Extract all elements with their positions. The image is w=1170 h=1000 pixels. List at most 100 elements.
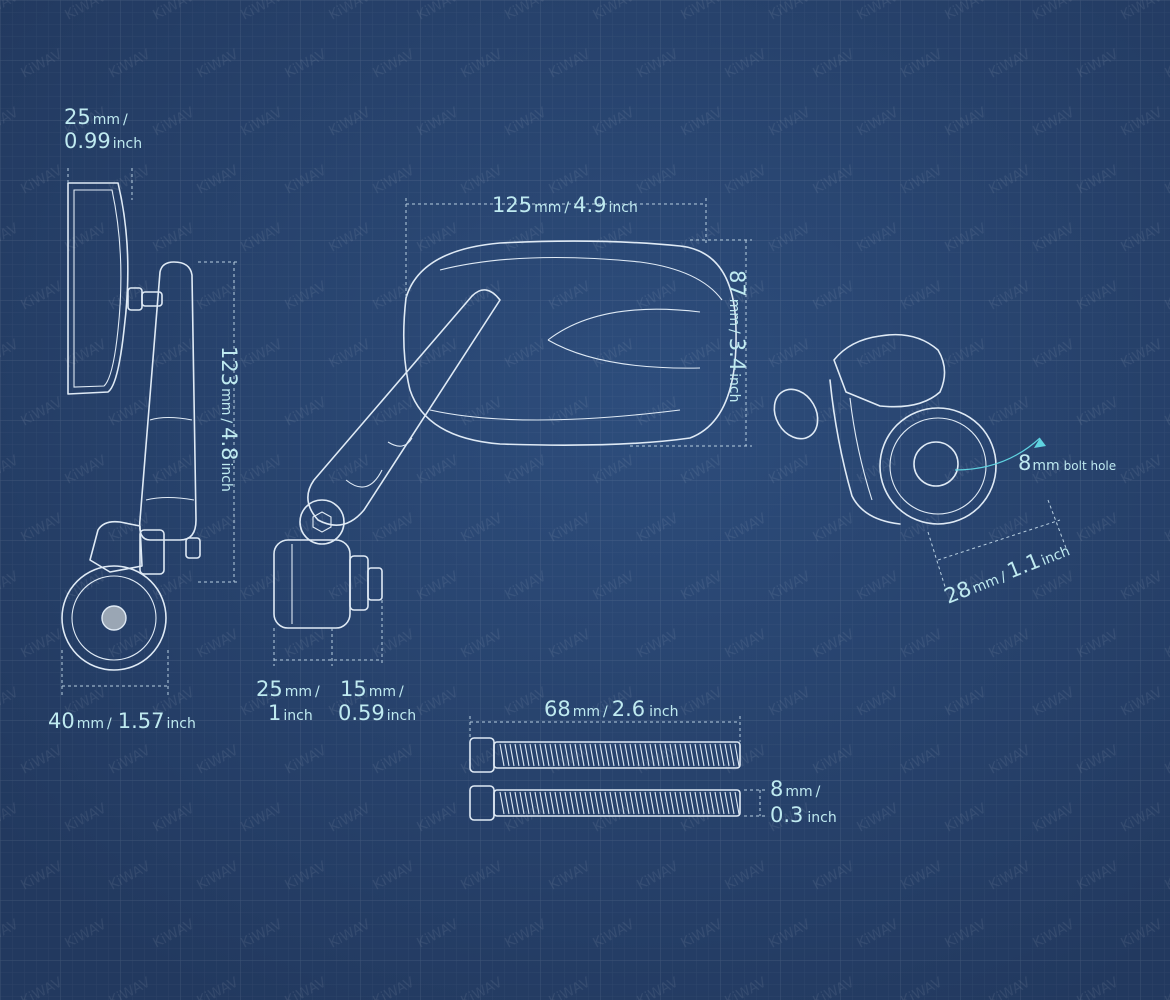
bolt-thread-line bbox=[559, 743, 565, 767]
bolt-thread-line bbox=[604, 791, 610, 815]
clamp-body bbox=[89, 520, 143, 573]
front-arm-seam-2 bbox=[345, 469, 383, 488]
bolt-thread-line bbox=[679, 743, 685, 767]
bolt-thread-line bbox=[554, 791, 560, 815]
bolt-thread-line bbox=[579, 791, 585, 815]
hex-socket bbox=[312, 511, 332, 533]
dim-side-height: 123mm/4.8inch bbox=[217, 346, 241, 492]
bolt-hole bbox=[913, 441, 959, 487]
bolt-thread-line bbox=[514, 791, 520, 815]
front-arm-seam bbox=[387, 437, 413, 447]
clamp-block bbox=[139, 529, 165, 575]
bolt-thread-line bbox=[609, 743, 615, 767]
bolt-thread-line bbox=[619, 791, 625, 815]
bolt-thread-line bbox=[709, 791, 715, 815]
clamp-knob bbox=[773, 388, 819, 440]
bolt-thread-line bbox=[719, 791, 725, 815]
mirror-glass-edge bbox=[73, 189, 122, 388]
bolt-thread-line bbox=[704, 791, 710, 815]
bolt-thread-line bbox=[634, 743, 640, 767]
bolt-thread-line bbox=[714, 791, 720, 815]
bolt-thread-line bbox=[554, 743, 560, 767]
bolt-thread-line bbox=[594, 743, 600, 767]
bolt-thread-line bbox=[694, 791, 700, 815]
bolt-thread-line bbox=[549, 743, 555, 767]
bolt-thread-line bbox=[564, 743, 570, 767]
bolt-thread-line bbox=[649, 791, 655, 815]
bolt-thread-line bbox=[699, 743, 705, 767]
bolt-thread-line bbox=[499, 791, 505, 815]
bolt-thread-line bbox=[534, 791, 540, 815]
bolt-thread-line bbox=[589, 791, 595, 815]
bolt-thread-line bbox=[509, 791, 515, 815]
bolt-thread-line bbox=[599, 743, 605, 767]
bolt-thread-line bbox=[734, 791, 740, 815]
front-view bbox=[273, 198, 752, 666]
bolt-thread-line bbox=[509, 743, 515, 767]
bolt-thread-line bbox=[529, 791, 535, 815]
bolt-thread-line bbox=[519, 743, 525, 767]
bolt-thread-line bbox=[569, 791, 575, 815]
bolt-hole-arrow bbox=[1034, 438, 1046, 448]
bolt-thread-line bbox=[624, 743, 630, 767]
bar-end-inner bbox=[71, 575, 157, 661]
bolt-1 bbox=[469, 737, 741, 773]
bolt-thread-line bbox=[669, 743, 675, 767]
clamp-side-2 bbox=[849, 397, 873, 501]
bolt-thread-line bbox=[614, 791, 620, 815]
bolt-thread-line bbox=[609, 791, 615, 815]
bolt-2 bbox=[469, 785, 741, 821]
bolt-thread-line bbox=[524, 743, 530, 767]
bolt-thread-line bbox=[504, 791, 510, 815]
bolt-thread-line bbox=[674, 791, 680, 815]
bolt-thread-line bbox=[704, 743, 710, 767]
bolt-thread-line bbox=[674, 743, 680, 767]
mirror-head-profile bbox=[67, 182, 129, 395]
front-joint bbox=[299, 499, 345, 545]
side-view bbox=[61, 168, 240, 695]
bolt-thread-line bbox=[504, 743, 510, 767]
bolt-thread-line bbox=[699, 791, 705, 815]
mirror-contour-mid-2 bbox=[547, 339, 701, 369]
bolt-thread-line bbox=[574, 743, 580, 767]
side-arm-seam bbox=[149, 416, 193, 421]
bolt-thread-line bbox=[614, 743, 620, 767]
bolt-thread-line bbox=[629, 743, 635, 767]
bolt-thread-line bbox=[679, 791, 685, 815]
bolt-thread-line bbox=[684, 743, 690, 767]
clamp-view bbox=[773, 333, 1067, 591]
bolt-thread-line bbox=[589, 743, 595, 767]
bar-end-outer bbox=[61, 565, 167, 671]
bolt-thread-line bbox=[534, 743, 540, 767]
bolt-thread-line bbox=[659, 791, 665, 815]
bolt-thread-line bbox=[639, 791, 645, 815]
bolt-thread-line bbox=[659, 743, 665, 767]
bolt-thread-line bbox=[664, 743, 670, 767]
bolt-thread-line bbox=[664, 791, 670, 815]
bolt-thread-line bbox=[524, 791, 530, 815]
clamp-side bbox=[829, 379, 901, 525]
bolt-thread-line bbox=[599, 791, 605, 815]
bolt-thread-line bbox=[574, 791, 580, 815]
bolt-thread-line bbox=[584, 791, 590, 815]
bolt-thread-line bbox=[729, 791, 735, 815]
bolt-thread-line bbox=[694, 743, 700, 767]
dim-mirror-height: 87mm/3.4inch bbox=[725, 270, 749, 402]
bolt-thread-line bbox=[649, 743, 655, 767]
mirror-contour-mid bbox=[547, 308, 701, 341]
clamp-ring-outer bbox=[879, 407, 997, 525]
mirror-contour-top bbox=[439, 256, 723, 301]
bolt-thread-line bbox=[654, 743, 660, 767]
bolt-thread-line bbox=[724, 743, 730, 767]
side-connector-pin bbox=[141, 291, 163, 307]
bolt-thread-line bbox=[604, 743, 610, 767]
bolt-thread-line bbox=[644, 743, 650, 767]
